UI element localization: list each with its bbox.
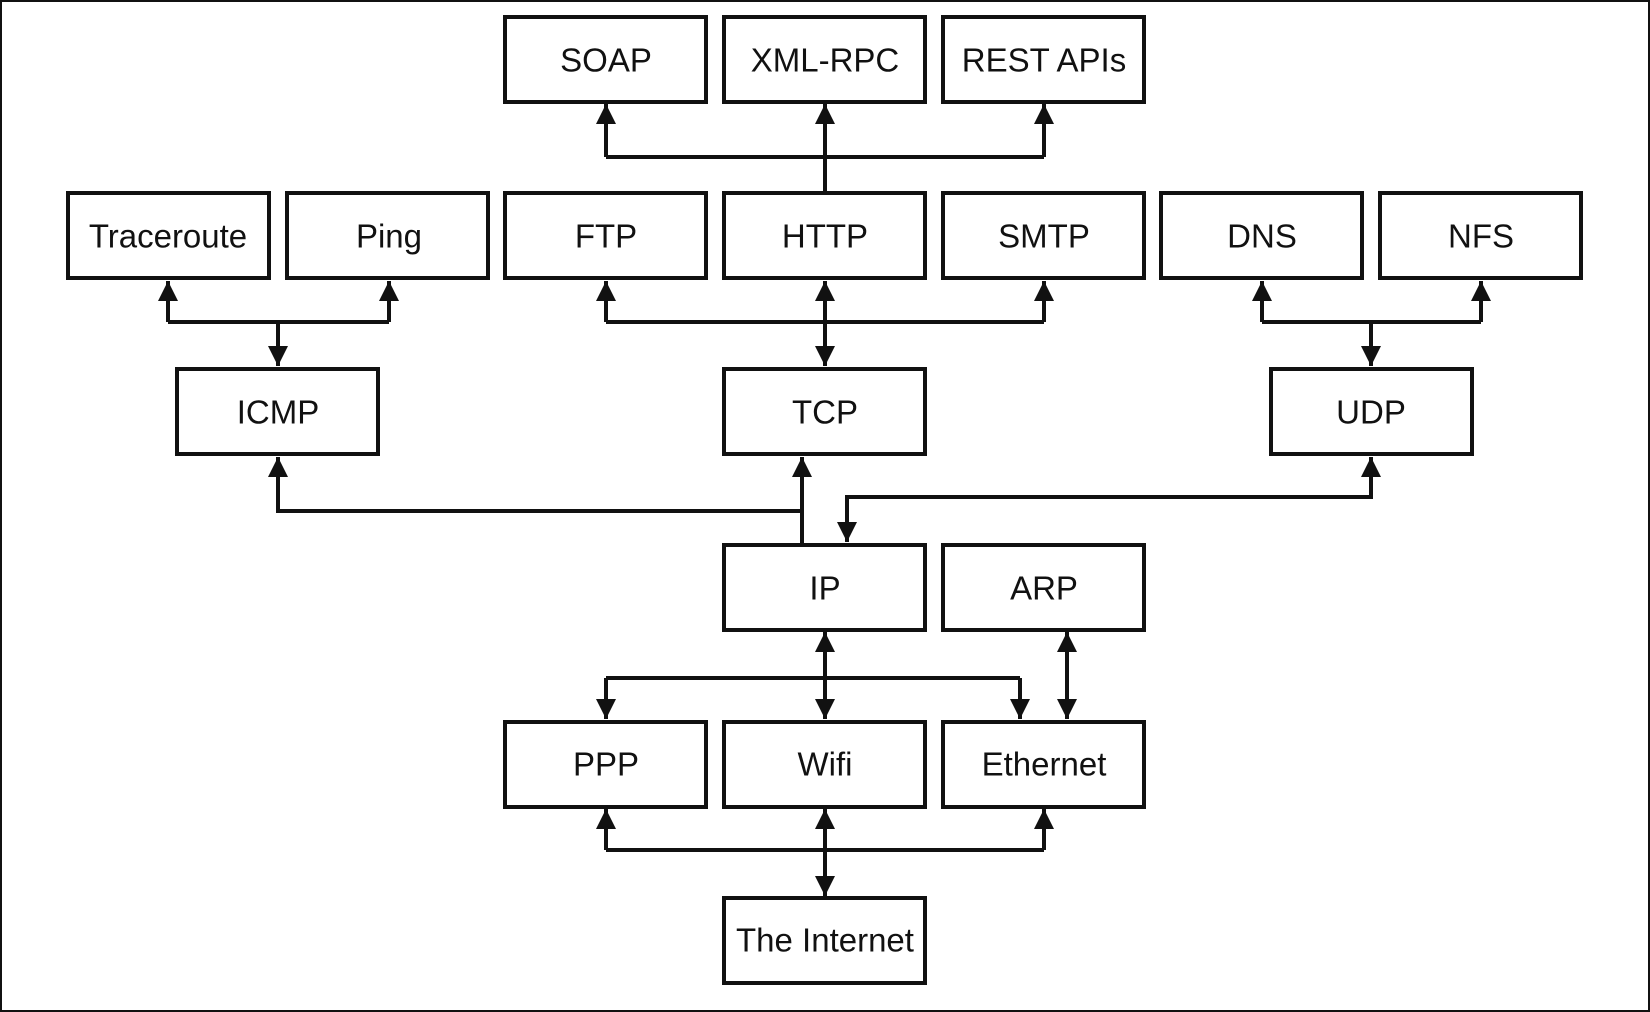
- node-nfs: NFS: [1378, 191, 1583, 280]
- node-smtp: SMTP: [941, 191, 1146, 280]
- node-label: HTTP: [782, 218, 868, 255]
- node-http: HTTP: [722, 191, 927, 280]
- node-arp: ARP: [941, 543, 1146, 632]
- node-traceroute: Traceroute: [66, 191, 271, 280]
- node-ppp: PPP: [503, 720, 708, 809]
- node-ftp: FTP: [503, 191, 708, 280]
- node-soap: SOAP: [503, 15, 708, 104]
- connectors: [158, 104, 1491, 896]
- node-label: IP: [809, 570, 840, 607]
- node-label: DNS: [1227, 218, 1297, 255]
- node-label: Ping: [356, 218, 422, 255]
- node-label: REST APIs: [962, 42, 1126, 79]
- node-ping: Ping: [285, 191, 490, 280]
- node-label: NFS: [1448, 218, 1514, 255]
- node-label: UDP: [1336, 394, 1406, 431]
- node-label: PPP: [573, 746, 639, 783]
- node-icmp: ICMP: [175, 367, 380, 456]
- node-ethernet: Ethernet: [941, 720, 1146, 809]
- node-label: Traceroute: [89, 218, 247, 255]
- node-label: ICMP: [237, 394, 320, 431]
- node-label: Wifi: [798, 746, 853, 783]
- node-label: SOAP: [560, 42, 652, 79]
- node-label: Ethernet: [982, 746, 1107, 783]
- node-xml-rpc: XML-RPC: [722, 15, 927, 104]
- node-label: The Internet: [736, 922, 914, 959]
- node-udp: UDP: [1269, 367, 1474, 456]
- nodes: SOAP XML-RPC REST APIs Traceroute Ping F…: [66, 15, 1583, 985]
- node-dns: DNS: [1159, 191, 1364, 280]
- connector-udp-ip: [837, 457, 1381, 542]
- node-label: ARP: [1010, 570, 1078, 607]
- node-tcp: TCP: [722, 367, 927, 456]
- node-ip: IP: [722, 543, 927, 632]
- node-rest-apis: REST APIs: [941, 15, 1146, 104]
- node-wifi: Wifi: [722, 720, 927, 809]
- node-the-internet: The Internet: [722, 896, 927, 985]
- node-label: XML-RPC: [751, 42, 900, 79]
- node-label: FTP: [575, 218, 637, 255]
- node-label: TCP: [792, 394, 858, 431]
- connector-ip-to-icmp: [268, 457, 802, 513]
- node-label: SMTP: [998, 218, 1090, 255]
